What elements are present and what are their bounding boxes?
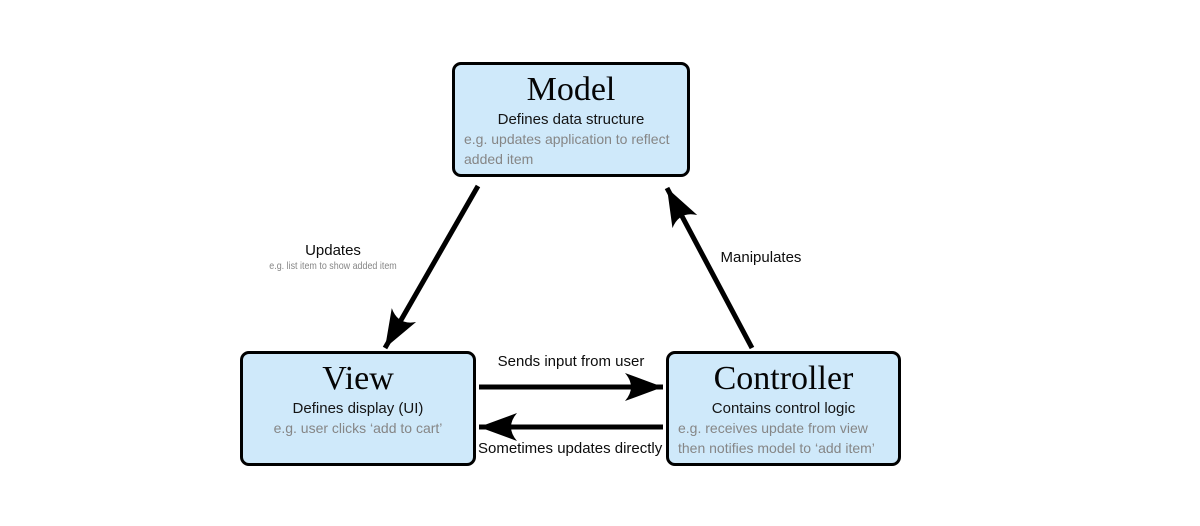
model-example-line-1: e.g. updates application to reflect <box>464 131 670 148</box>
node-controller: Controller Contains control logic e.g. r… <box>666 351 901 466</box>
model-example-line-2: added item <box>464 150 534 167</box>
controller-title: Controller <box>713 360 854 397</box>
arrow-model-to-view <box>382 184 481 350</box>
edge-label-updates: Updates <box>305 242 361 259</box>
controller-example: e.g. receives update from view then noti… <box>678 419 889 458</box>
node-view: View Defines display (UI) e.g. user clic… <box>240 351 476 466</box>
view-title: View <box>322 360 394 397</box>
edge-sublabel-updates: e.g. list item to show added item <box>269 260 397 272</box>
controller-subtitle: Contains control logic <box>711 400 856 418</box>
edge-label-sends-input: Sends input from user <box>497 353 645 370</box>
controller-example-line-2: then notifies model to ‘add item’ <box>678 439 875 456</box>
model-subtitle: Defines data structure <box>497 111 645 129</box>
arrow-controller-to-model <box>664 186 755 350</box>
view-example-line-1: e.g. user clicks ‘add to cart’ <box>273 420 443 437</box>
view-subtitle: Defines display (UI) <box>292 400 424 418</box>
edge-label-manipulates: Manipulates <box>720 249 802 266</box>
view-example: e.g. user clicks ‘add to cart’ <box>252 419 464 438</box>
model-example: e.g. updates application to reflect adde… <box>464 130 678 169</box>
model-title: Model <box>526 71 616 108</box>
edge-label-sometimes-updates: Sometimes updates directly <box>478 440 663 457</box>
controller-example-line-1: e.g. receives update from view <box>678 420 868 437</box>
node-model: Model Defines data structure e.g. update… <box>452 62 690 177</box>
